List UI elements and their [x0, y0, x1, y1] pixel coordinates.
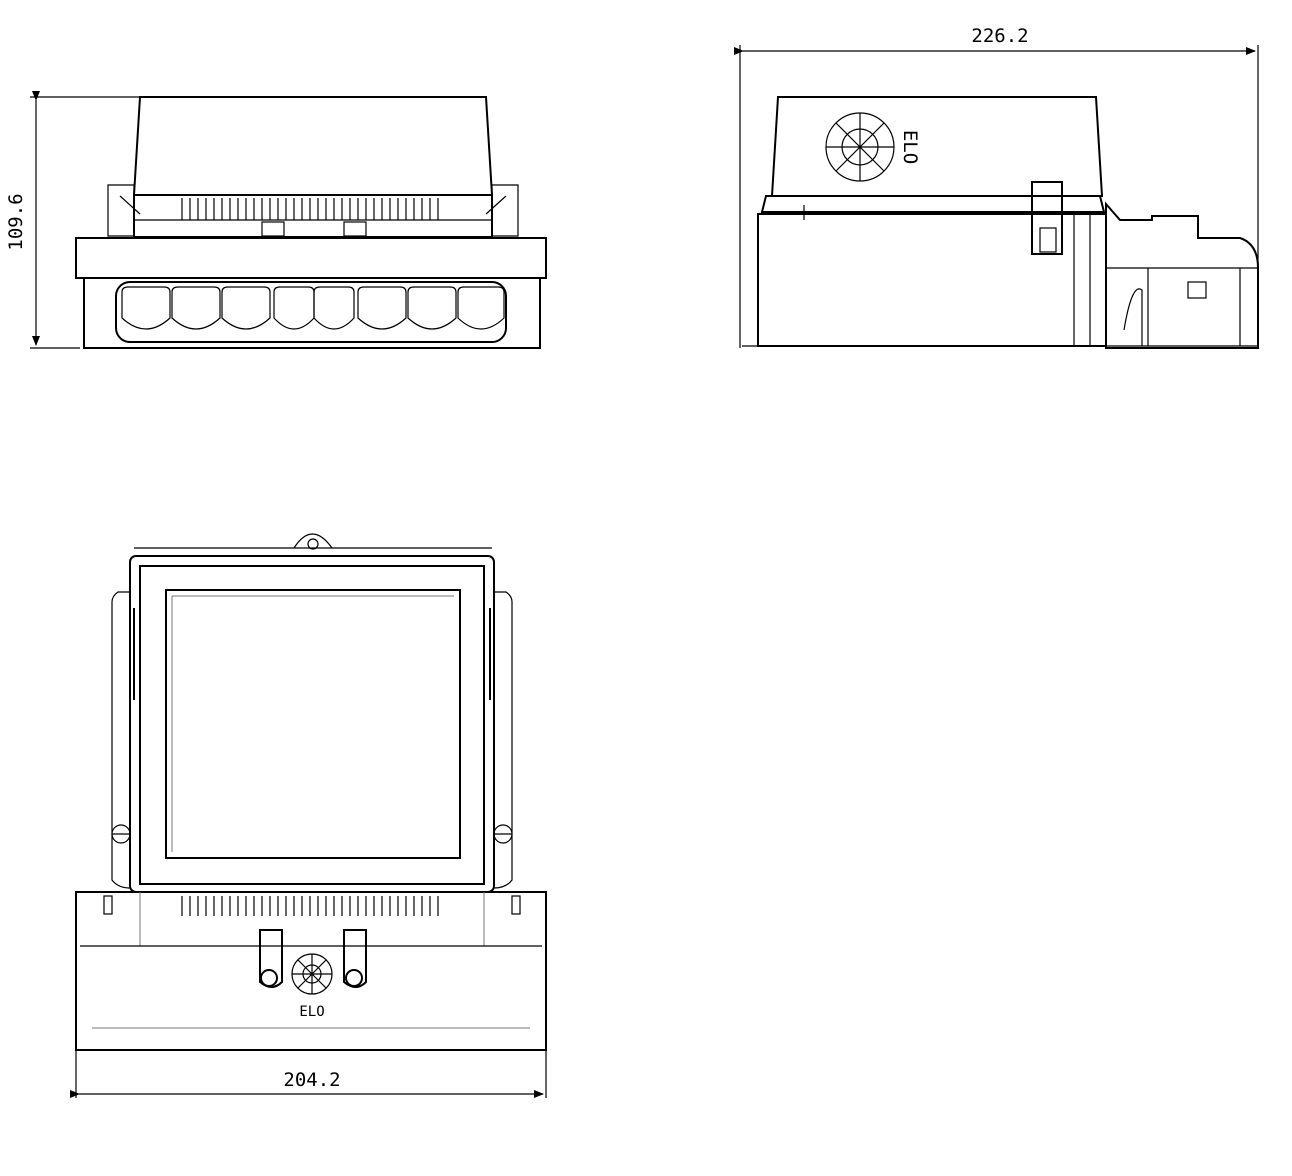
- top-view: ELO 204.2: [70, 533, 547, 1098]
- terminal-base: [75, 891, 547, 1051]
- cover-outline: [132, 96, 494, 196]
- elo-logo: ELO: [825, 112, 921, 182]
- vent-slots: [181, 198, 439, 220]
- display-window: [165, 589, 461, 859]
- top-vent-slots: [181, 896, 439, 916]
- height-dimension: 109.6: [5, 91, 140, 349]
- logo-text-small: ELO: [299, 1004, 324, 1020]
- width-dimension-label: 204.2: [283, 1069, 340, 1091]
- terminal-sockets: [115, 281, 507, 343]
- length-dimension-label: 226.2: [971, 25, 1028, 47]
- elo-logo-small: ELO: [291, 953, 333, 1020]
- height-dimension-label: 109.6: [5, 193, 27, 250]
- base-body: [75, 237, 547, 279]
- length-dimension: 226.2: [734, 25, 1259, 348]
- side-view: 226.2 ELO: [734, 25, 1259, 349]
- logo-text: ELO: [899, 130, 921, 164]
- front-view: 109.6: [5, 91, 547, 349]
- width-dimension: 204.2: [70, 1050, 547, 1098]
